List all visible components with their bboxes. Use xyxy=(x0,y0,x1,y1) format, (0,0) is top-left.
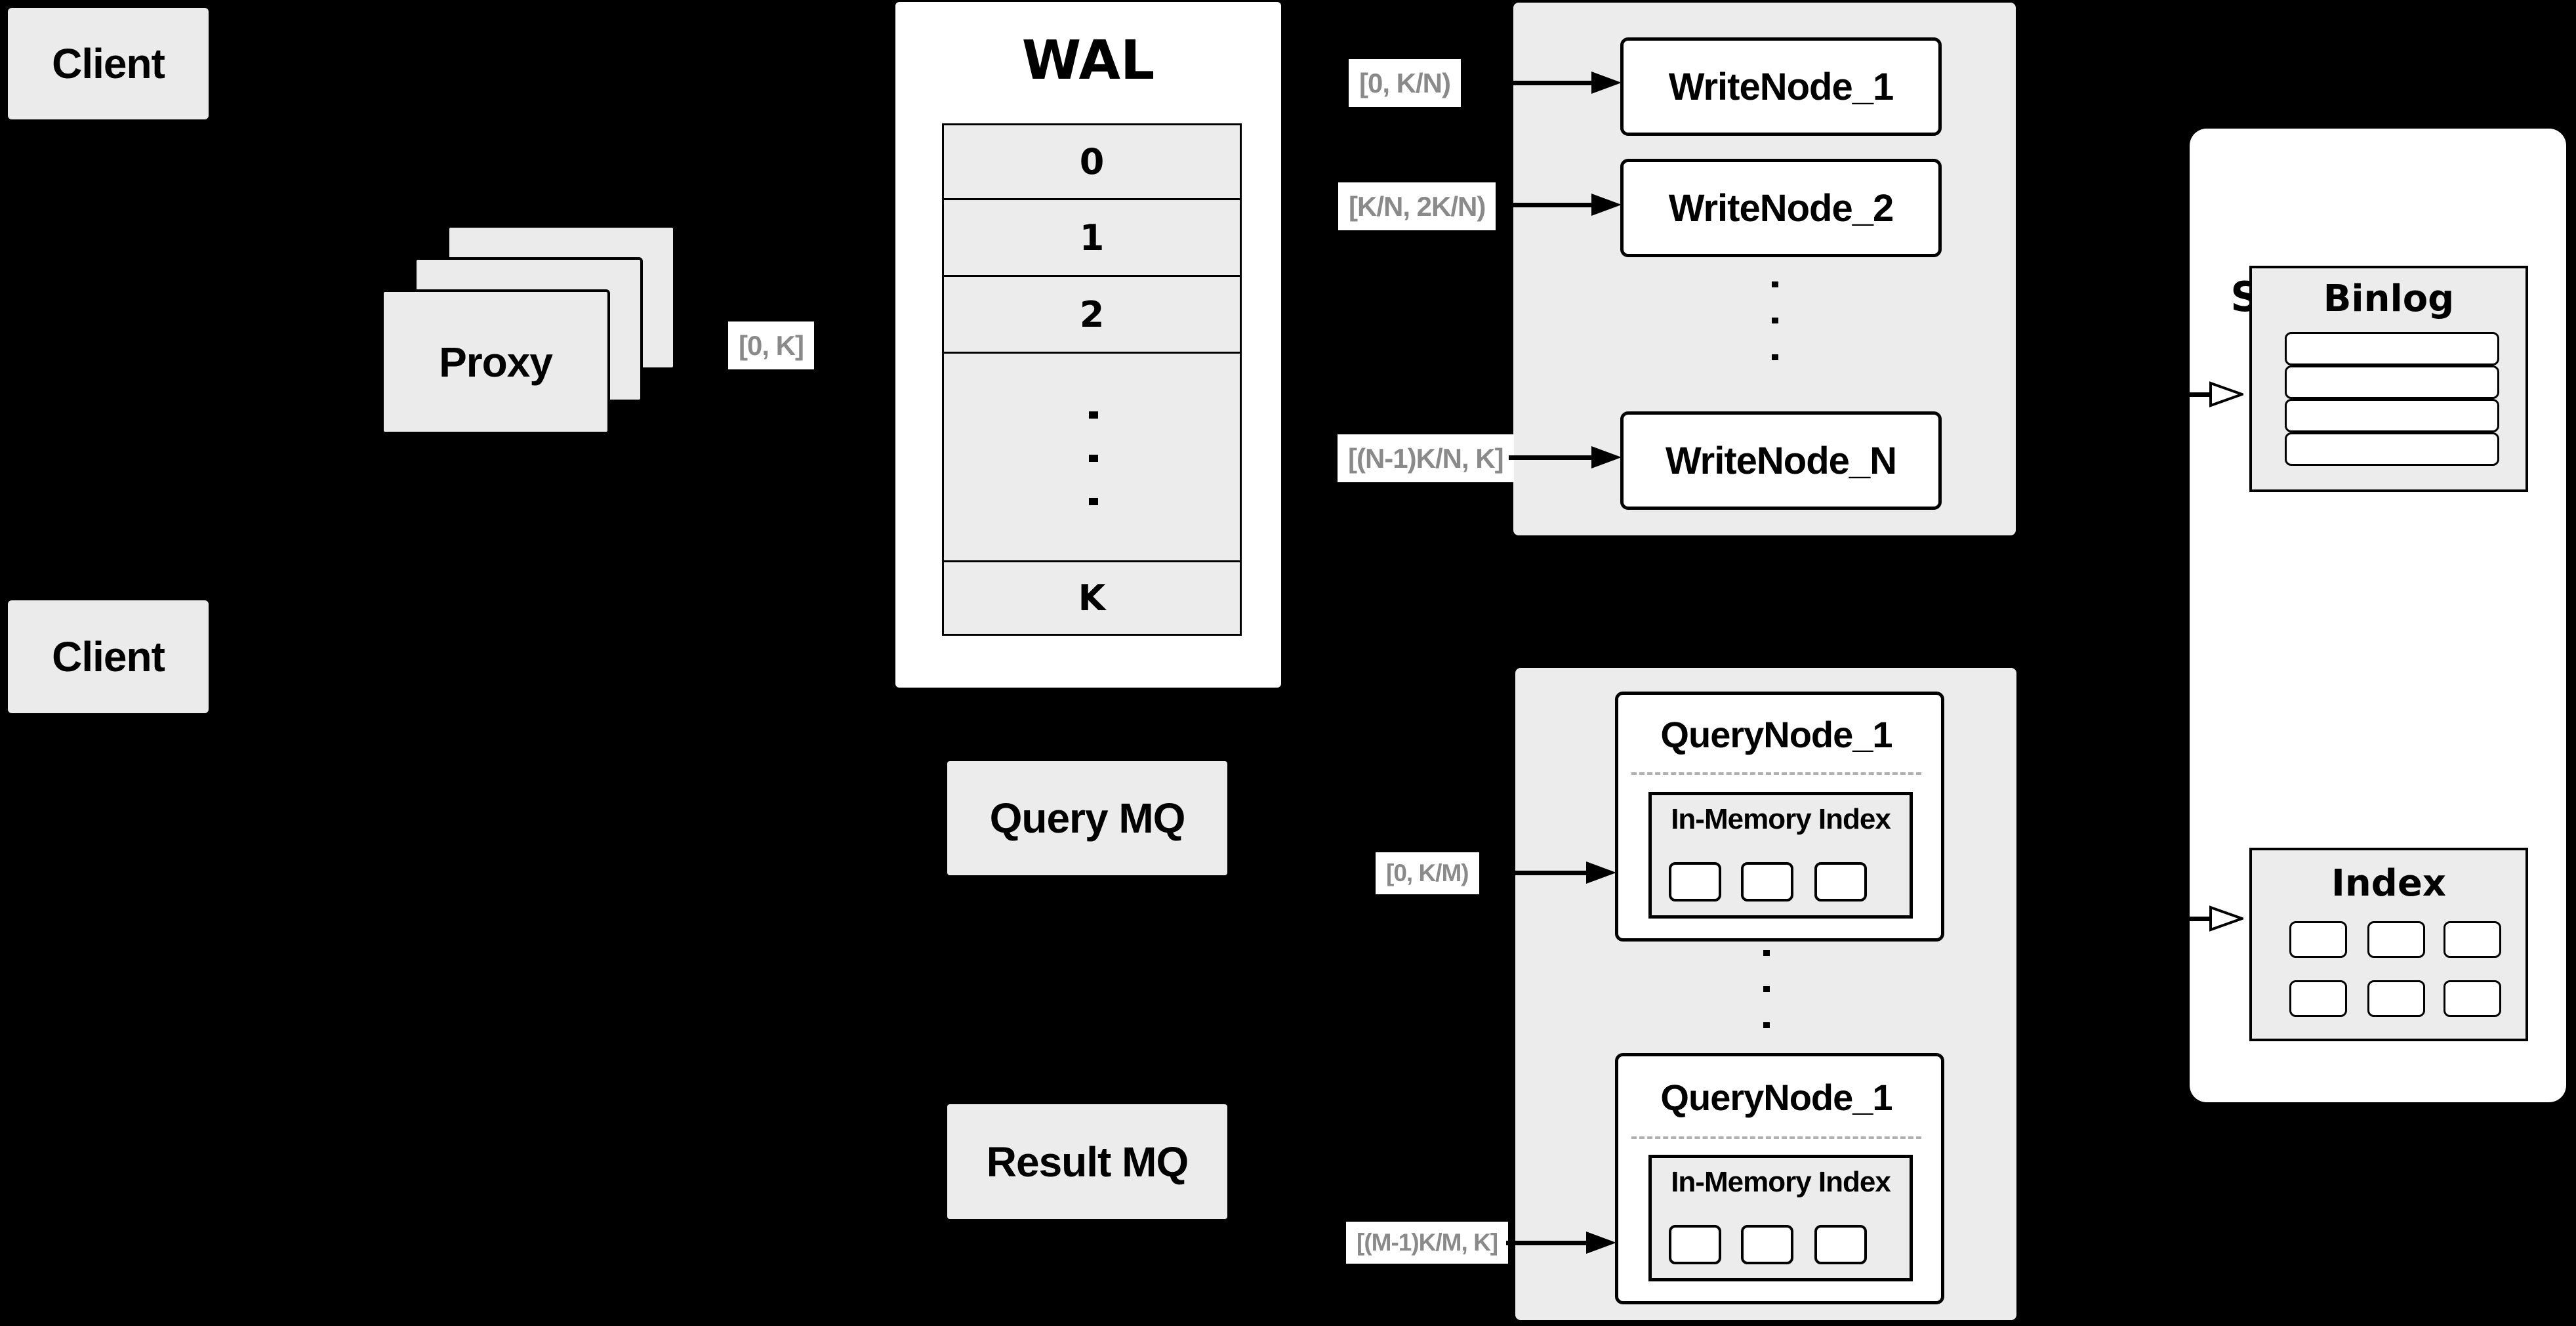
wal-segment-table: 0 1 2 K xyxy=(942,123,1242,636)
query-node-top: QueryNode_1 In-Memory Index xyxy=(1615,692,1944,942)
write-node-1: WriteNode_1 xyxy=(1620,37,1942,136)
index-box: Index xyxy=(2249,848,2528,1041)
binlog-row xyxy=(2285,432,2499,466)
proxy-label: Proxy xyxy=(439,338,553,386)
write-node-2: WriteNode_2 xyxy=(1620,159,1942,257)
memory-cell xyxy=(1669,862,1721,901)
client-box-top: Client xyxy=(8,8,209,119)
range-label-query-1: [0, K/M) xyxy=(1376,852,1479,894)
result-mq-box: Result MQ xyxy=(947,1104,1227,1219)
index-cell xyxy=(2443,921,2501,958)
query-mq-label: Query MQ xyxy=(989,795,1186,842)
query-mq-box: Query MQ xyxy=(947,761,1227,875)
wal-segment-row: K xyxy=(942,562,1242,636)
index-cell xyxy=(2443,980,2501,1017)
in-memory-index-box: In-Memory Index xyxy=(1648,792,1913,919)
write-node-n-label: WriteNode_N xyxy=(1665,439,1897,482)
index-cell xyxy=(2289,980,2347,1017)
vertical-dots-icon xyxy=(1763,1022,1770,1028)
query-node-bottom-title: QueryNode_1 xyxy=(1660,1077,1892,1118)
memory-cell xyxy=(1669,1225,1721,1264)
index-cell xyxy=(2367,980,2425,1017)
memory-cell xyxy=(1814,1225,1867,1264)
write-node-n: WriteNode_N xyxy=(1620,411,1942,510)
client-bottom-label: Client xyxy=(52,633,165,680)
dashed-divider xyxy=(1631,1136,1921,1139)
range-label-write-1: [0, K/N) xyxy=(1349,59,1461,107)
vertical-dots-icon xyxy=(1089,411,1098,419)
range-label-write-n: [(N-1)K/N, K] xyxy=(1338,434,1514,482)
wal-segment-k: K xyxy=(1078,577,1106,619)
vertical-dots-icon xyxy=(1763,950,1770,956)
outlined-right-arrow-icon xyxy=(2209,381,2243,407)
vertical-dots-icon xyxy=(1772,281,1778,287)
in-memory-index-title: In-Memory Index xyxy=(1671,1166,1891,1198)
client-box-bottom: Client xyxy=(8,600,209,713)
store-engine-panel: Store Engine Binlog Index xyxy=(2190,129,2566,1102)
range-label-proxy-wal: [0, K] xyxy=(728,321,814,369)
dashed-divider xyxy=(1631,772,1921,775)
vertical-dots-icon xyxy=(1772,354,1778,360)
binlog-row xyxy=(2285,365,2499,399)
binlog-row xyxy=(2285,332,2499,365)
index-cell xyxy=(2367,921,2425,958)
proxy-card-front: Proxy xyxy=(381,289,610,434)
wal-ellipsis-row xyxy=(942,354,1242,562)
wal-segment-row: 0 xyxy=(942,123,1242,200)
in-memory-index-box: In-Memory Index xyxy=(1648,1155,1913,1281)
index-cell xyxy=(2289,921,2347,958)
wal-segment-row: 2 xyxy=(942,277,1242,354)
result-mq-label: Result MQ xyxy=(986,1138,1189,1186)
vertical-dots-icon xyxy=(1089,498,1098,505)
binlog-box: Binlog xyxy=(2249,266,2528,492)
wal-panel: WAL 0 1 2 K xyxy=(895,2,1281,688)
vertical-dots-icon xyxy=(1089,455,1098,462)
memory-cell xyxy=(1741,862,1793,901)
index-title: Index xyxy=(2331,862,2446,905)
query-node-top-title: QueryNode_1 xyxy=(1660,714,1892,755)
binlog-row xyxy=(2285,399,2499,432)
client-top-label: Client xyxy=(52,40,165,87)
outlined-right-arrow-icon xyxy=(2209,905,2243,932)
memory-cell xyxy=(1814,862,1867,901)
query-node-bottom: QueryNode_1 In-Memory Index xyxy=(1615,1053,1944,1304)
write-node-1-label: WriteNode_1 xyxy=(1668,65,1894,108)
vertical-dots-icon xyxy=(1763,986,1770,992)
vertical-dots-icon xyxy=(1772,318,1778,323)
wal-segment-2: 2 xyxy=(1079,293,1105,335)
binlog-title: Binlog xyxy=(2323,278,2455,320)
wal-title: WAL xyxy=(1021,30,1155,92)
proxy-stack: Proxy xyxy=(381,225,676,434)
wal-segment-0: 0 xyxy=(1079,141,1105,182)
range-label-query-m: [(M-1)K/M, K] xyxy=(1346,1222,1509,1264)
in-memory-index-title: In-Memory Index xyxy=(1671,803,1891,835)
write-node-2-label: WriteNode_2 xyxy=(1668,186,1894,230)
range-label-write-2: [K/N, 2K/N) xyxy=(1338,182,1496,230)
wal-segment-1: 1 xyxy=(1079,217,1105,259)
wal-segment-row: 1 xyxy=(942,200,1242,277)
memory-cell xyxy=(1741,1225,1793,1264)
